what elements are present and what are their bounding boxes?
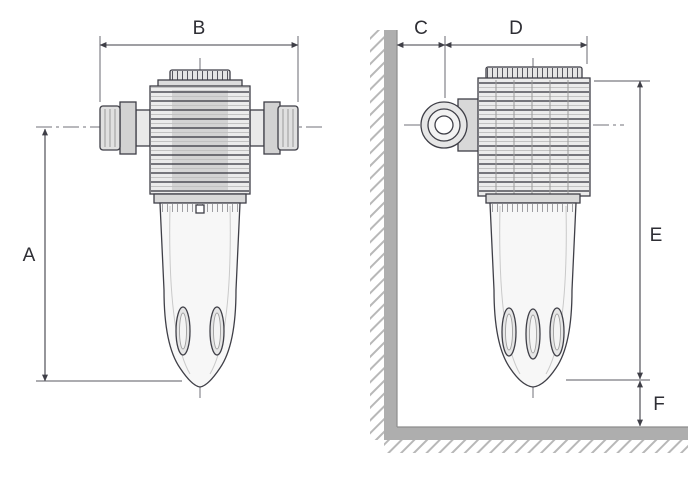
side-filter-head [477,66,591,204]
dimension-f: F [636,380,665,427]
side-inlet-port [420,98,485,152]
front-view [36,58,324,400]
floor-band [384,427,688,440]
front-filter-head [149,69,251,204]
wall-and-floor [370,30,688,453]
side-collar [485,193,581,204]
dimensions: B A C D E F [23,18,665,427]
dimension-a: A [23,128,182,382]
side-view [404,58,624,400]
side-bowl [489,202,577,388]
dim-label-f: F [653,394,665,415]
front-left-connector [99,101,151,155]
wall-band [384,30,397,440]
dimension-c: C [396,18,446,98]
floor-hatching [384,440,688,453]
dimension-d: D [444,18,588,64]
dim-label-a: A [23,245,36,266]
dimension-e: E [566,80,663,381]
dim-label-d: D [509,18,523,39]
dim-label-b: B [193,18,206,39]
front-right-connector [249,101,299,155]
dim-label-e: E [650,225,663,246]
front-drain-clip [195,204,205,214]
front-collar [153,193,247,204]
wall-hatching [370,30,384,440]
dim-label-c: C [414,18,428,39]
dimension-b: B [99,18,299,102]
front-bowl [159,202,241,388]
